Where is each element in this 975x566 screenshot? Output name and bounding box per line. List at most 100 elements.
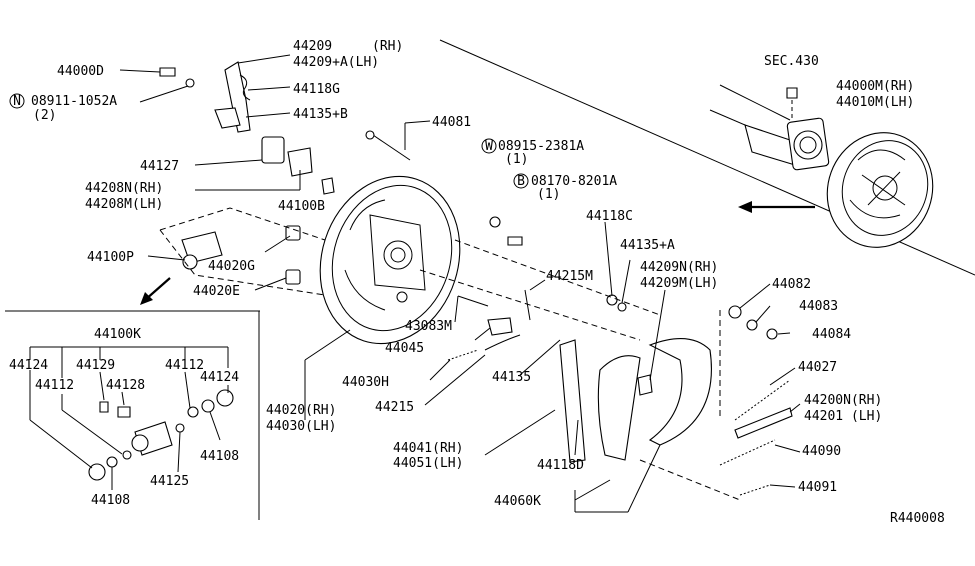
- spring-44090: [719, 439, 776, 466]
- label-44020G: 44020G: [208, 259, 255, 274]
- label-44112-right: 44112: [165, 358, 204, 373]
- label-44215: 44215: [375, 400, 414, 415]
- label-44100K: 44100K: [94, 327, 141, 342]
- svg-text:W: W: [485, 139, 493, 154]
- part-44215: [484, 334, 521, 351]
- label-08170: 08170-8201A: [531, 174, 617, 189]
- marker-B-icon: B: [513, 173, 529, 189]
- label-44010M: 44010M(LH): [836, 95, 914, 110]
- label-44091: 44091: [798, 480, 837, 495]
- part-44081-end: [365, 130, 375, 140]
- spring-44027: [734, 379, 791, 421]
- label-08911: 08911-1052A: [31, 94, 117, 109]
- label-44083: 44083: [799, 299, 838, 314]
- label-44060K: 44060K: [494, 494, 541, 509]
- svg-text:N: N: [13, 94, 21, 109]
- label-44041: 44041(RH): [393, 441, 463, 456]
- label-44124-right: 44124: [200, 370, 239, 385]
- label-44100P: 44100P: [87, 250, 134, 265]
- label-44084: 44084: [812, 327, 851, 342]
- inset-cylinder-illustration: [88, 389, 234, 481]
- label-44027: 44027: [798, 360, 837, 375]
- label-44112-left: 44112: [35, 378, 74, 393]
- label-44118D: 44118D: [537, 458, 584, 473]
- nut-08911: [185, 78, 195, 88]
- lever-illustration: [214, 61, 251, 133]
- label-08915: 08915-2381A: [498, 139, 584, 154]
- washer-08915: [489, 216, 501, 228]
- bolt-44000D: [159, 67, 176, 77]
- label-43083M: 43083M: [405, 319, 452, 334]
- adjuster-44200N: [734, 407, 793, 439]
- label-44020E: 44020E: [193, 284, 240, 299]
- brake-shoes-illustration: [559, 338, 712, 463]
- label-44051: 44051(LH): [393, 456, 463, 471]
- label-44108-left: 44108: [91, 493, 130, 508]
- label-44124-left: 44124: [9, 358, 48, 373]
- svg-text:B: B: [517, 174, 525, 189]
- label-44118G: 44118G: [293, 82, 340, 97]
- label-44030lh: 44030(LH): [266, 419, 336, 434]
- label-44125: 44125: [150, 474, 189, 489]
- label-44135B: 44135+B: [293, 107, 348, 122]
- label-44127: 44127: [140, 159, 179, 174]
- label-44135A: 44135+A: [620, 238, 675, 253]
- label-08911-qty: (2): [33, 108, 56, 123]
- label-44129: 44129: [76, 358, 115, 373]
- label-44090: 44090: [802, 444, 841, 459]
- part-44127: [261, 136, 285, 164]
- part-labels: 44000D 08911-1052A (2) 44209 (RH) 44209+…: [9, 39, 945, 526]
- label-44082: 44082: [772, 277, 811, 292]
- part-44081-cable: [369, 132, 411, 161]
- label-sec430: SEC.430: [764, 54, 819, 69]
- part-44082: [728, 305, 742, 319]
- label-08915-qty: (1): [505, 152, 528, 167]
- wheel-cylinder-illustration: [181, 225, 301, 285]
- drum-brake-assembly-illustration: [709, 84, 934, 248]
- label-44208M: 44208M(LH): [85, 197, 163, 212]
- label-44045: 44045: [385, 341, 424, 356]
- label-44135: 44135: [492, 370, 531, 385]
- leader-lines: [29, 54, 801, 513]
- part-44208: [287, 147, 313, 177]
- label-44209N: 44209N(RH): [640, 260, 718, 275]
- assembly-dash-5: [639, 310, 741, 501]
- label-44209: 44209: [293, 39, 332, 54]
- label-44118C: 44118C: [586, 209, 633, 224]
- label-44201: 44201 (LH): [804, 409, 882, 424]
- label-08170-qty: (1): [537, 187, 560, 202]
- direction-arrow-right: [738, 201, 815, 213]
- label-44209A: 44209+A(LH): [293, 55, 379, 70]
- marker-W-icon: W: [481, 138, 497, 154]
- bolt-08170: [507, 236, 523, 246]
- label-44209M: 44209M(LH): [640, 276, 718, 291]
- label-44128: 44128: [106, 378, 145, 393]
- direction-arrow-down-left: [140, 277, 171, 305]
- label-44200N: 44200N(RH): [804, 393, 882, 408]
- part-43083M: [457, 295, 489, 307]
- label-44030H: 44030H: [342, 375, 389, 390]
- part-44045: [487, 317, 513, 336]
- spring-44091: [739, 484, 771, 496]
- label-44209-rh: (RH): [372, 39, 403, 54]
- label-44108-right: 44108: [200, 449, 239, 464]
- assembly-dash-2: [159, 229, 326, 296]
- part-44215M: [524, 289, 531, 321]
- backing-plate-illustration: [319, 175, 461, 345]
- label-ref-code: R440008: [890, 511, 945, 526]
- label-44020rh: 44020(RH): [266, 403, 336, 418]
- part-44084: [766, 328, 778, 340]
- marker-N-icon: N: [9, 93, 25, 109]
- assembly-dash-3: [454, 239, 661, 316]
- label-44215M: 44215M: [546, 269, 593, 284]
- part-44100B: [321, 177, 335, 195]
- label-44081: 44081: [432, 115, 471, 130]
- label-44000D: 44000D: [57, 64, 104, 79]
- assembly-dash-1: [159, 207, 326, 241]
- part-44083: [746, 319, 758, 331]
- assembly-dash-4: [419, 269, 641, 341]
- label-44000M: 44000M(RH): [836, 79, 914, 94]
- spring-44030H: [447, 349, 479, 361]
- label-44100B: 44100B: [278, 199, 325, 214]
